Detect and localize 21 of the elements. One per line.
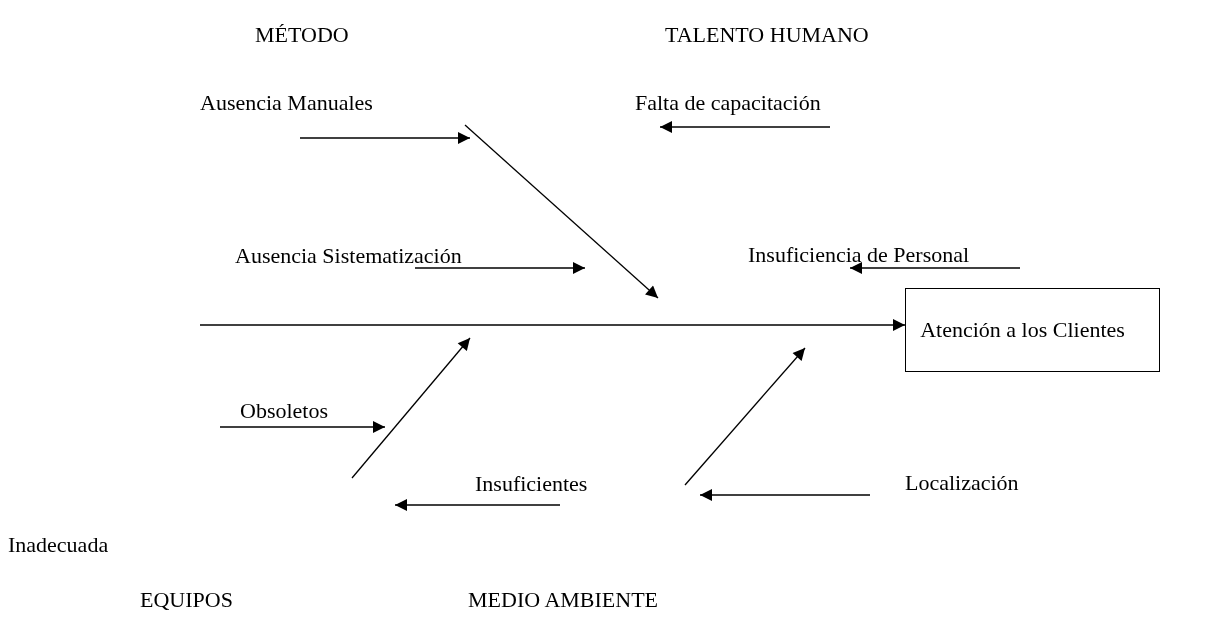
category-heading: MÉTODO xyxy=(255,22,349,48)
arrow xyxy=(394,499,561,511)
arrow xyxy=(199,319,906,331)
arrow xyxy=(659,121,831,133)
category-heading: TALENTO HUMANO xyxy=(665,22,869,48)
cause-label: Inadecuada xyxy=(8,532,109,558)
effect-box: Atención a los Clientes xyxy=(905,288,1160,372)
cause-label: Insuficiencia de Personal xyxy=(748,242,1073,268)
cause-label: Insuficientes xyxy=(475,471,640,505)
arrow xyxy=(849,262,1021,274)
arrow xyxy=(219,421,386,433)
cause-label: Ausencia Sistematización xyxy=(235,243,565,268)
cause-label: Localización xyxy=(870,470,1070,505)
category-heading: MEDIO AMBIENTE xyxy=(468,587,659,613)
arrow xyxy=(699,489,871,501)
cause-label: Obsoletos xyxy=(220,398,375,427)
arrow xyxy=(299,132,471,144)
arrow xyxy=(414,262,586,274)
cause-label: Ausencia Manuales xyxy=(200,90,458,138)
cause-label: Falta de capacitación xyxy=(635,90,910,127)
category-heading: EQUIPOS xyxy=(140,587,233,613)
